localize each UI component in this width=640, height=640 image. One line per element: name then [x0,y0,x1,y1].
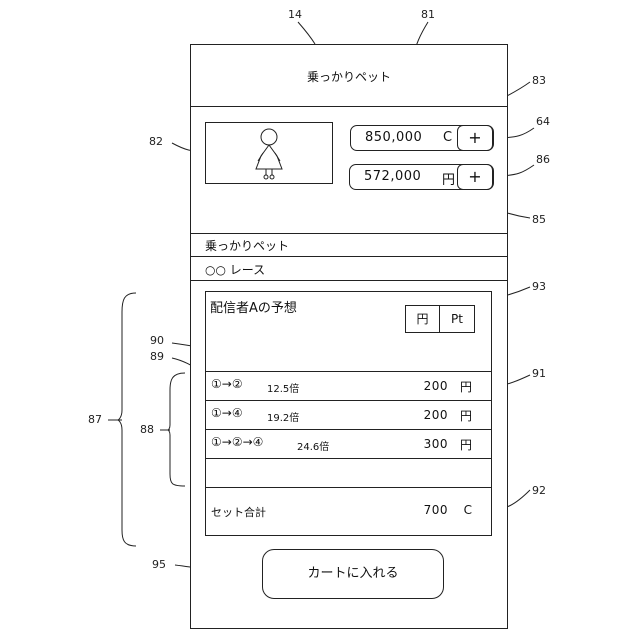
bet-row[interactable]: ①→②→④ 24.6倍 300 円 [205,429,492,458]
ref-92: 92 [532,484,546,497]
yen-toggle-button[interactable]: 円 [405,305,440,333]
section-divider-1 [190,233,508,234]
coin-balance: 850,000 C + [350,125,494,151]
section-divider-3 [190,280,508,281]
ref-83: 83 [532,74,546,87]
yen-balance-value: 572,000 [364,169,421,184]
yen-balance-unit: 円 [442,169,455,188]
bet-row-empty [205,458,492,487]
pet-character-icon [206,123,332,183]
ref-91: 91 [532,367,546,380]
ref-14: 14 [288,8,302,21]
bet-combination: ①→②→④ [211,435,263,449]
ref-85: 85 [532,213,546,226]
ref-88: 88 [140,423,154,436]
set-total-row: セット合計 700 C [205,487,492,536]
add-coin-button[interactable]: + [457,125,493,151]
add-to-cart-button[interactable]: カートに入れる [262,549,444,599]
bet-amount: 200 [424,408,448,422]
set-total-label: セット合計 [211,504,266,520]
race-label[interactable]: ○○ レース [205,261,265,278]
bet-combination: ①→④ [211,406,243,420]
set-total-unit: C [464,503,472,517]
section-divider-2 [190,256,508,257]
set-total-amount: 700 [424,503,448,517]
ref-86: 86 [536,153,550,166]
bet-odds: 12.5倍 [267,380,299,395]
bet-odds: 24.6倍 [297,438,329,453]
yen-balance: 572,000 円 + [349,164,494,190]
ref-93: 93 [532,280,546,293]
pet-image [205,122,333,184]
bet-odds: 19.2倍 [267,409,299,424]
coin-balance-unit: C [443,130,452,145]
app-title: 乗っかりペット [190,68,508,85]
ref-64: 64 [536,115,550,128]
forecast-title: 配信者Aの予想 [210,297,297,316]
bet-unit: 円 [460,407,472,424]
header-divider [190,106,508,107]
bet-amount: 300 [424,437,448,451]
bet-unit: 円 [460,436,472,453]
ref-90: 90 [150,334,164,347]
ref-89: 89 [150,350,164,363]
bet-row[interactable]: ①→② 12.5倍 200 円 [205,371,492,400]
bet-unit: 円 [460,378,472,395]
coin-balance-value: 850,000 [365,130,422,145]
bet-combination: ①→② [211,377,243,391]
add-yen-button[interactable]: + [457,164,493,190]
pet-name-label: 乗っかりペット [205,237,289,254]
ref-87: 87 [88,413,102,426]
bet-row[interactable]: ①→④ 19.2倍 200 円 [205,400,492,429]
ref-82: 82 [149,135,163,148]
ref-95: 95 [152,558,166,571]
ref-81: 81 [421,8,435,21]
bet-amount: 200 [424,379,448,393]
point-toggle-button[interactable]: Pt [439,305,475,333]
